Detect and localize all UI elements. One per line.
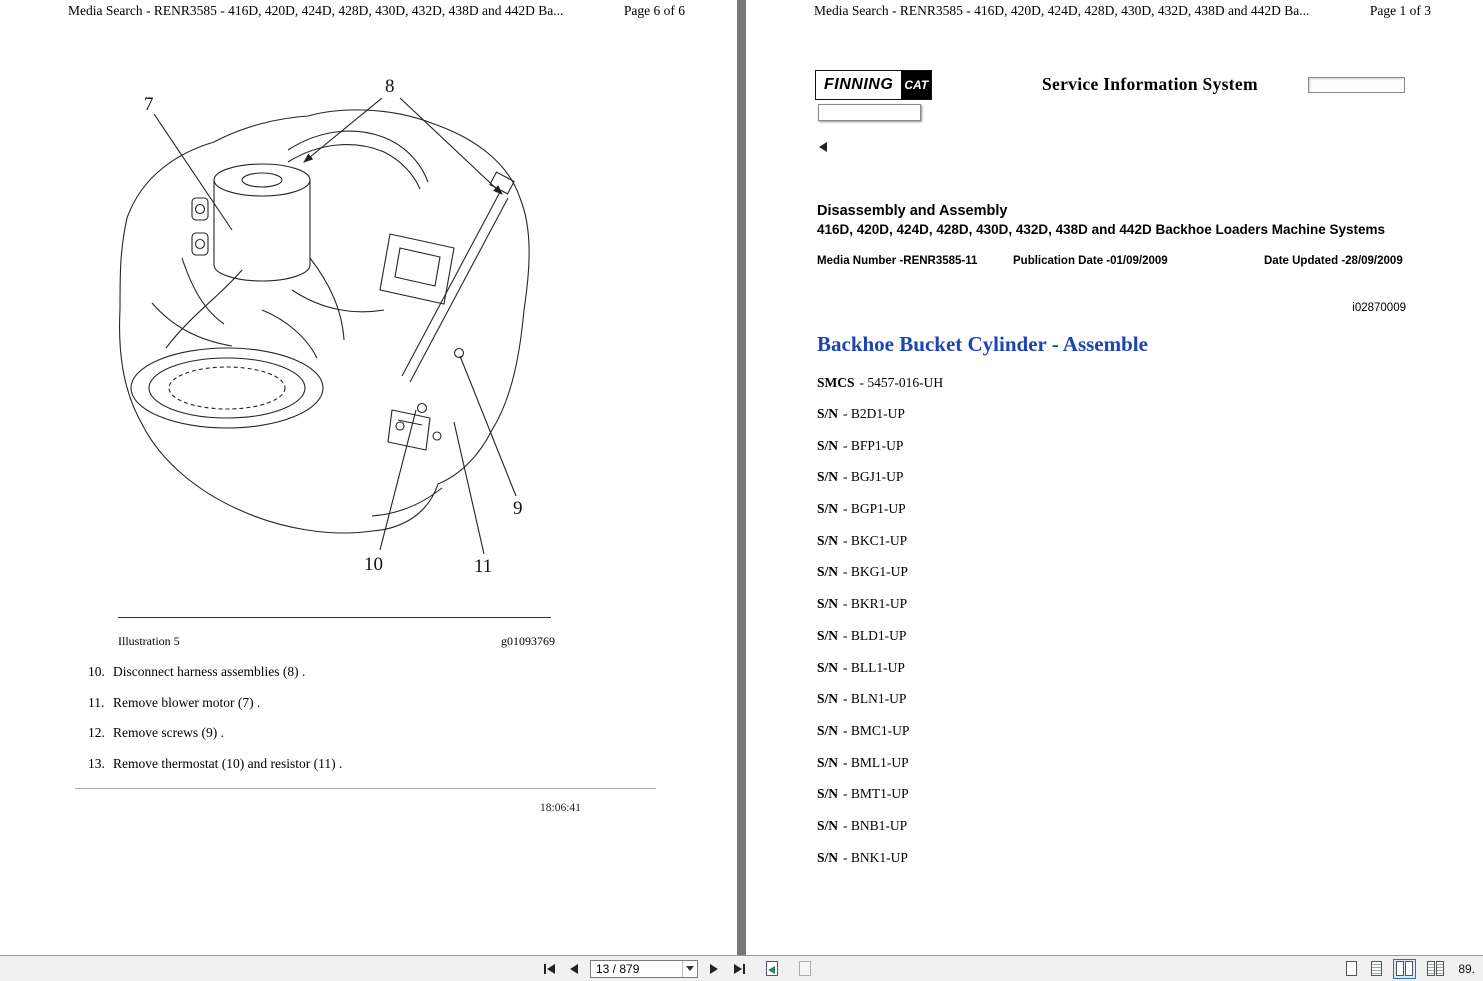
- callout-11: 11: [474, 556, 492, 577]
- figure-id: g01093769: [501, 634, 555, 648]
- serial-row: S/N- BGJ1-UP: [817, 469, 904, 485]
- next-view-button[interactable]: [796, 960, 814, 978]
- chevron-down-icon: [686, 966, 694, 971]
- serial-row: S/N- BKC1-UP: [817, 532, 908, 548]
- serial-row: S/N- B2D1-UP: [817, 406, 905, 421]
- serial-row: S/N- BNK1-UP: [817, 849, 908, 865]
- doc-section-title: Disassembly and Assembly: [817, 203, 1008, 219]
- facing-pages-icon: [1396, 961, 1405, 976]
- figure-caption: Illustration 5: [118, 634, 180, 648]
- figure-divider: [118, 617, 551, 618]
- next-page-icon: [710, 963, 718, 974]
- facing-continuous-view-button[interactable]: [1424, 959, 1447, 979]
- document-title: Media Search - RENR3585 - 416D, 420D, 42…: [68, 3, 564, 18]
- serial-row: S/N- BKR1-UP: [817, 596, 908, 612]
- callout-8: 8: [385, 76, 395, 97]
- facing-continuous-icon: [1427, 961, 1436, 976]
- serial-row: S/N- BLD1-UP: [817, 627, 907, 643]
- date-updated: Date Updated -28/09/2009: [1264, 255, 1403, 267]
- page-navigation: 13 / 879: [540, 956, 814, 981]
- smcs-code: SMCS- 5457-016-UH: [817, 375, 944, 390]
- serial-row: S/N- BMT1-UP: [817, 786, 909, 802]
- callout-10: 10: [364, 554, 383, 575]
- doc-id: i02870009: [1352, 302, 1406, 314]
- step-10: 10.Disconnect harness assemblies (8) .: [88, 664, 306, 679]
- continuous-view-icon: [1371, 961, 1383, 976]
- right-page: Media Search - RENR3585 - 416D, 420D, 42…: [746, 0, 1483, 955]
- serial-number-list: S/N- B2D1-UP S/N- BFP1-UP S/N- BGJ1-UP S…: [817, 406, 909, 881]
- doc-subtitle: 416D, 420D, 424D, 428D, 430D, 432D, 438D…: [817, 222, 1386, 237]
- page-dropdown-button[interactable]: [682, 960, 697, 977]
- last-page-icon: [733, 963, 742, 974]
- sis-logo-field[interactable]: [818, 104, 921, 121]
- serial-row: S/N- BFP1-UP: [817, 437, 904, 453]
- step-12: 12.Remove screws (9) .: [88, 725, 224, 740]
- single-page-icon: [1346, 961, 1358, 976]
- page-indicator: Page 1 of 3: [1369, 3, 1431, 18]
- section-divider: [75, 788, 656, 789]
- procedure-steps: 10.Disconnect harness assemblies (8) . 1…: [88, 664, 342, 786]
- last-page-button[interactable]: [730, 960, 748, 978]
- finning-cat-logo: FINNING CAT: [815, 70, 933, 100]
- facing-pages-icon: [1405, 961, 1414, 976]
- back-arrow-icon[interactable]: [819, 142, 827, 152]
- serial-row: S/N- BML1-UP: [817, 754, 909, 770]
- step-13: 13.Remove thermostat (10) and resistor (…: [88, 755, 343, 771]
- continuous-view-button[interactable]: [1368, 959, 1385, 979]
- previous-page-button[interactable]: [565, 960, 583, 978]
- first-page-icon: [546, 963, 555, 974]
- topic-heading: Backhoe Bucket Cylinder - Assemble: [817, 332, 1148, 356]
- sis-title: Service Information System: [1042, 74, 1258, 94]
- cat-logo: CAT: [901, 71, 932, 99]
- print-timestamp: 18:06:41: [540, 802, 581, 814]
- blower-motor-illustration: 7 8 9 10 11: [119, 76, 530, 577]
- previous-page-icon: [570, 963, 578, 974]
- document-title: Media Search - RENR3585 - 416D, 420D, 42…: [814, 3, 1310, 18]
- page-number-value[interactable]: 13 / 879: [596, 961, 640, 976]
- serial-row: S/N- BLL1-UP: [817, 659, 905, 675]
- viewer-toolbar: 13 / 879 89.: [0, 955, 1483, 981]
- page-indicator: Page 6 of 6: [623, 3, 685, 18]
- facing-continuous-icon: [1436, 961, 1445, 976]
- finning-logo-text: FINNING: [824, 76, 894, 93]
- left-page: Media Search - RENR3585 - 416D, 420D, 42…: [0, 0, 737, 955]
- previous-view-icon: [766, 961, 778, 976]
- callout-9: 9: [513, 498, 523, 519]
- serial-row: S/N- BKG1-UP: [817, 564, 908, 580]
- callout-7: 7: [144, 94, 154, 115]
- previous-view-button[interactable]: [763, 960, 781, 978]
- publication-date: Publication Date -01/09/2009: [1013, 255, 1168, 267]
- sis-top-right-field[interactable]: [1308, 77, 1405, 93]
- serial-row: S/N- BNB1-UP: [817, 817, 908, 833]
- figure-caption-row: Illustration 5 g01093769: [118, 634, 555, 649]
- serial-row: S/N- BLN1-UP: [817, 691, 907, 707]
- right-page-header: Media Search - RENR3585 - 416D, 420D, 42…: [746, 3, 1483, 19]
- zoom-level: 89.: [1458, 961, 1475, 976]
- media-number: Media Number -RENR3585-11: [817, 255, 978, 267]
- next-view-icon: [799, 961, 811, 976]
- serial-row: S/N- BMC1-UP: [817, 722, 910, 738]
- serial-row: S/N- BGP1-UP: [817, 501, 906, 517]
- single-page-view-button[interactable]: [1343, 959, 1360, 979]
- facing-pages-view-button[interactable]: [1393, 958, 1417, 979]
- first-page-button[interactable]: [540, 960, 558, 978]
- left-page-header: Media Search - RENR3585 - 416D, 420D, 42…: [0, 3, 737, 19]
- step-11: 11.Remove blower motor (7) .: [88, 694, 261, 710]
- next-page-button[interactable]: [705, 960, 723, 978]
- page-number-field[interactable]: 13 / 879: [590, 959, 698, 978]
- view-mode-controls: 89.: [1343, 956, 1475, 981]
